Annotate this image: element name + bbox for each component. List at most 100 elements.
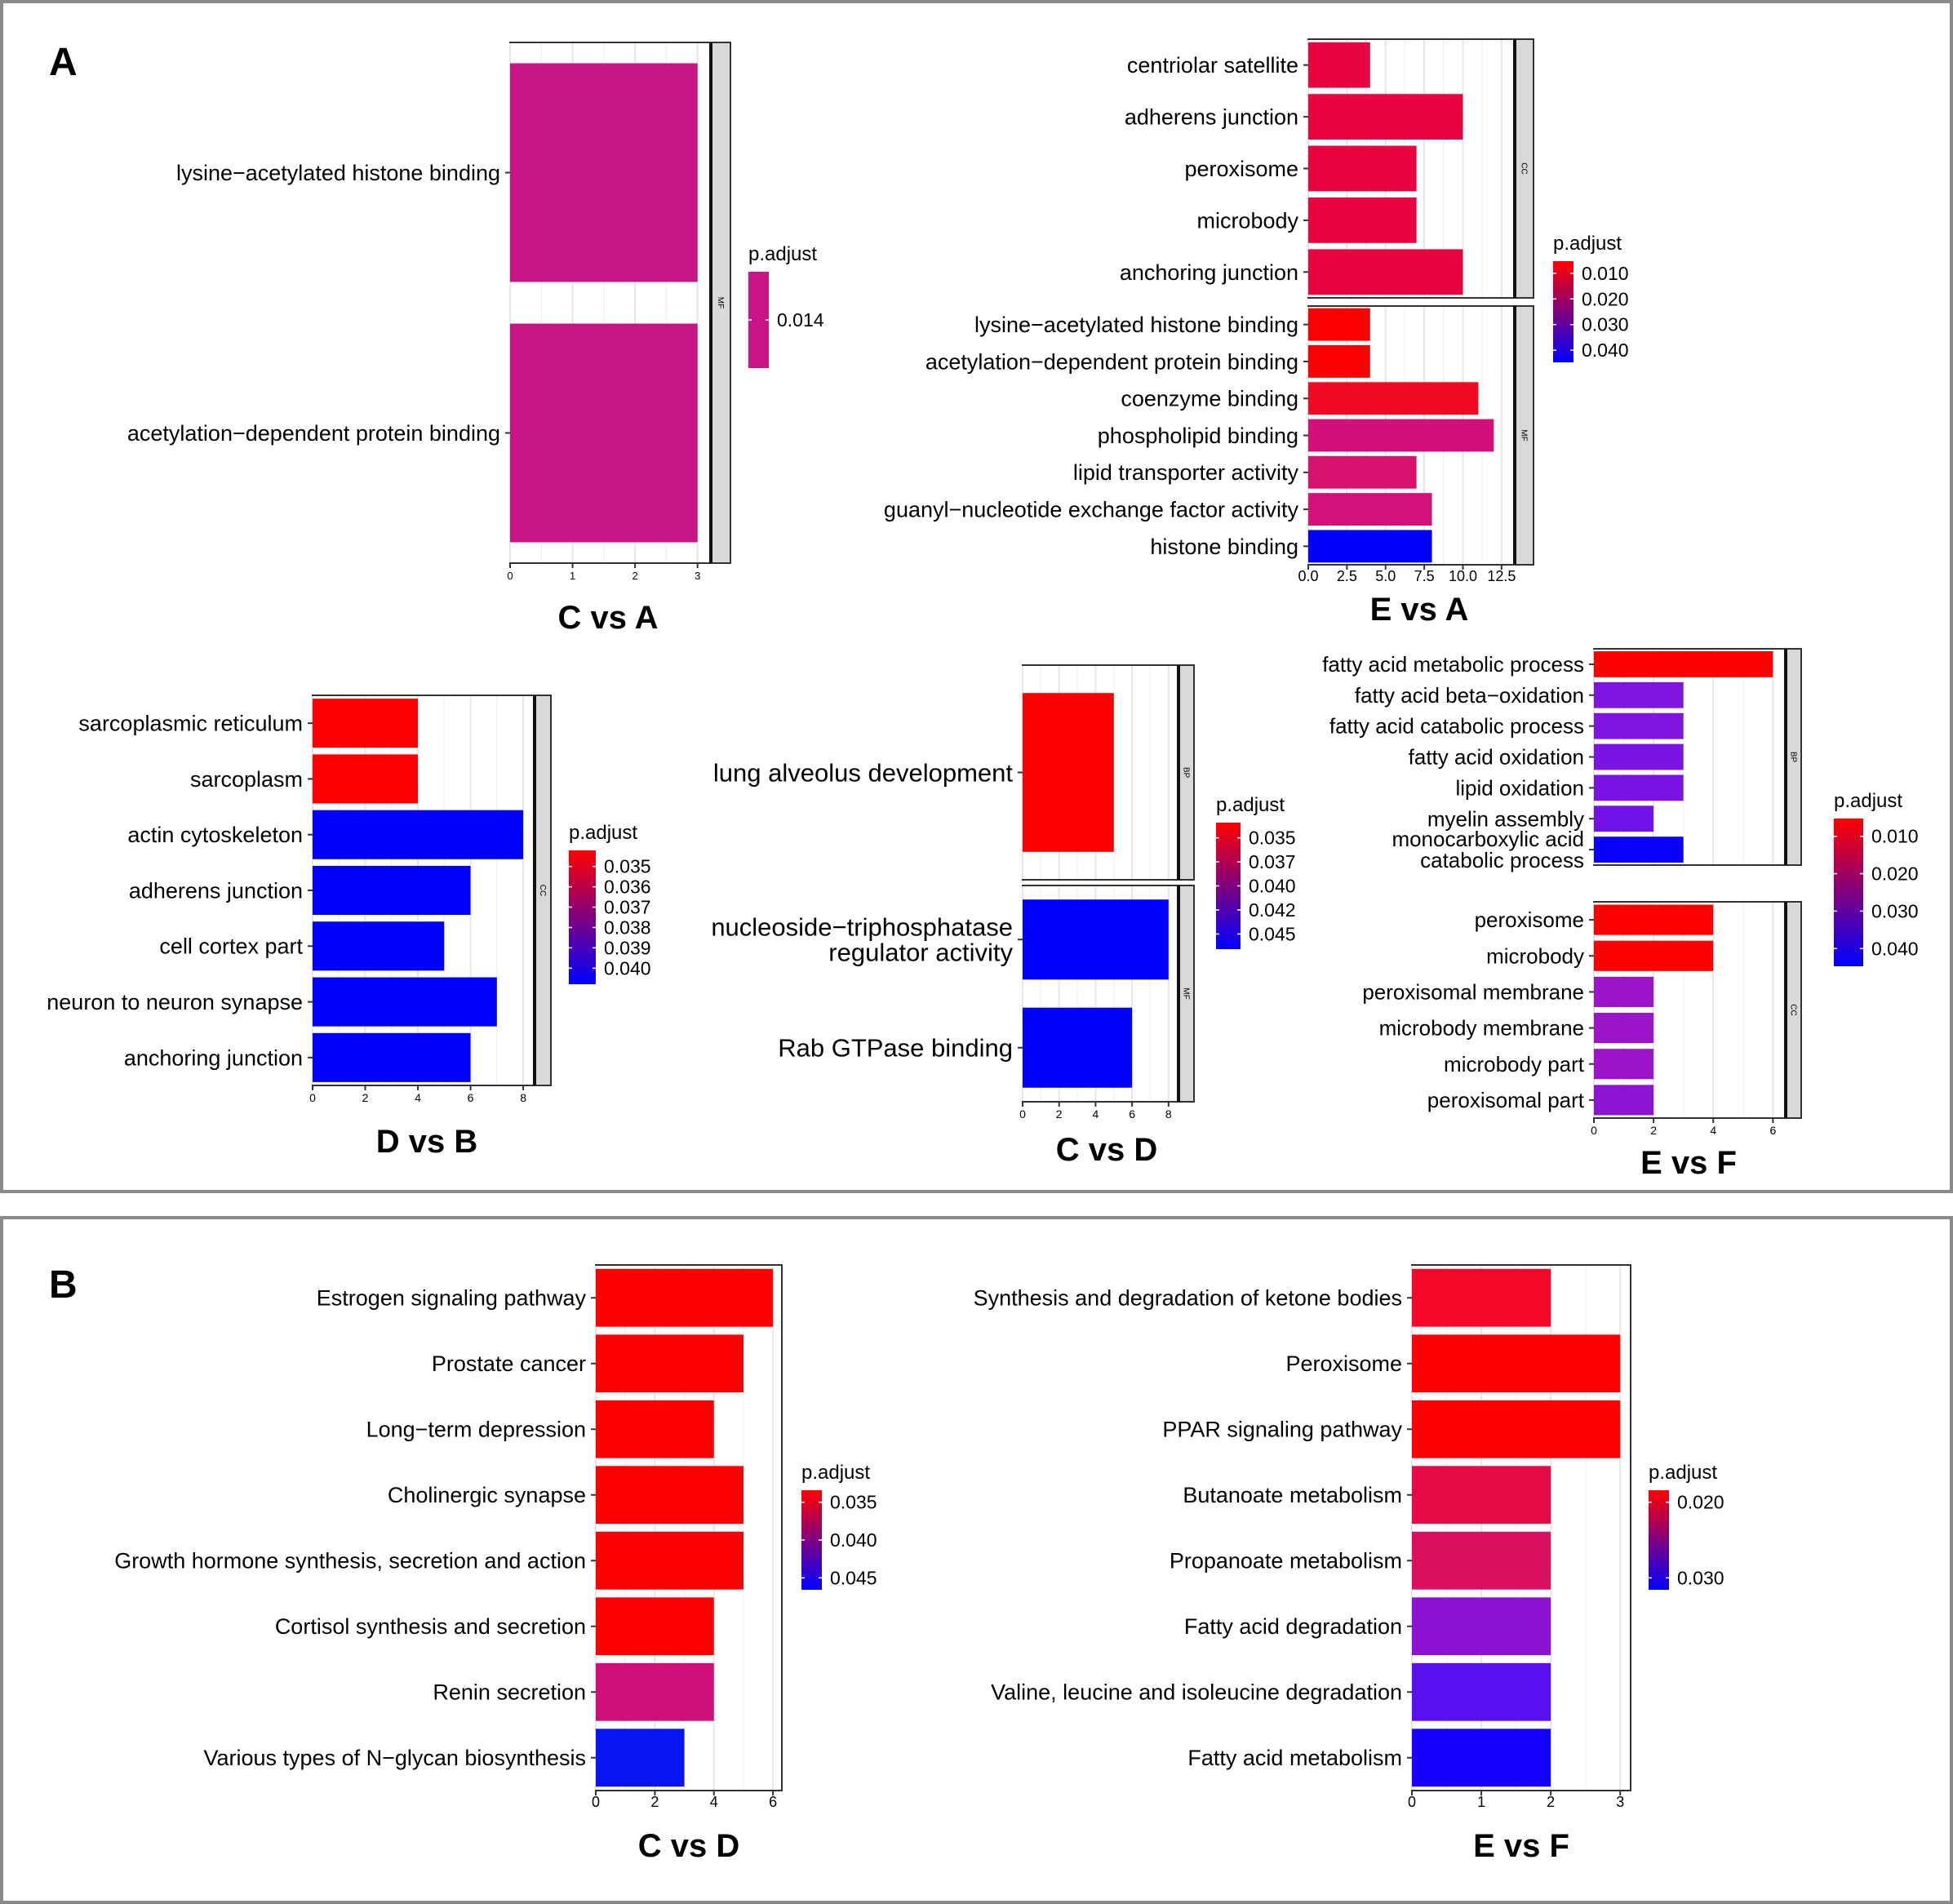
category-label: fatty acid catabolic process [1329,714,1584,739]
legend-colorbar [1834,819,1863,966]
facet-strip [709,42,731,564]
bar [313,921,445,971]
legend-label: 0.010 [1582,263,1629,284]
chart-title: E vs F [1640,1145,1737,1181]
legend-colorbar [748,272,769,368]
bar [1594,712,1684,739]
bar [1412,1466,1551,1525]
category-label: Valine, leucine and isoleucine degradati… [991,1680,1402,1705]
x-tick-label: 0.0 [1298,568,1318,584]
x-tick-label: 0 [1019,1107,1026,1121]
legend-label: 0.040 [1249,876,1296,897]
category-label: adherens junction [129,878,303,903]
bar [1412,1531,1551,1590]
legend-label: 0.036 [604,877,651,898]
facet-strip-label: MF [1181,988,1190,999]
category-label: nucleoside−triphosphatase [711,913,1013,942]
legend-colorbar [1649,1490,1669,1590]
category-label: microbody [1486,943,1584,968]
bar [313,1032,471,1082]
facet-strip-label: MF [1519,429,1528,441]
legend-title: p.adjust [1649,1462,1717,1484]
bar [1594,651,1773,677]
x-tick-label: 8 [1165,1107,1172,1121]
legend-label: 0.037 [604,897,651,918]
legend-label: 0.010 [1871,826,1919,847]
bar [313,754,419,804]
bar [1308,493,1432,526]
chart-D_vs_B_GO: sarcoplasmic reticulum sarcoplasm actin cy… [47,695,651,1160]
category-label: fatty acid oxidation [1409,745,1584,770]
facet-strip-label: CC [1788,1004,1797,1015]
bar [1594,743,1684,770]
category-label: Peroxisome [1285,1351,1402,1376]
x-tick-label: 6 [769,1794,777,1810]
category-label: adherens junction [1125,105,1298,130]
category-label: phospholipid binding [1098,424,1298,448]
category-label: actin cytoskeleton [127,823,303,847]
legend-label: 0.035 [830,1492,877,1513]
category-label: fatty acid metabolic process [1322,652,1584,677]
legend-title: p.adjust [1216,794,1285,816]
bar [1412,1334,1621,1393]
x-tick-label: 1 [1477,1794,1485,1810]
legend-label: 0.030 [1871,900,1919,921]
category-label: lipid oxidation [1455,775,1584,800]
legend-label: 0.014 [777,309,824,331]
chart-title: C vs D [638,1828,740,1864]
x-tick-label: 4 [710,1794,718,1810]
category-label: acetylation−dependent protein binding [127,421,500,446]
facet-strip-label: BP [1788,752,1797,763]
x-tick-label: 0 [592,1794,600,1810]
category-label: Fatty acid degradation [1184,1614,1402,1639]
legend-label: 0.035 [1249,828,1296,849]
bar [1308,198,1417,243]
category-label: neuron to neuron synapse [47,990,303,1014]
bar [1412,1662,1551,1721]
bar [1412,1597,1551,1656]
category-label: centriolar satellite [1127,53,1298,78]
legend-title: p.adjust [801,1462,870,1484]
legend-colorbar [1553,261,1573,362]
category-label: Various types of N−glycan biosynthesis [204,1746,587,1770]
category-label: cell cortex part [159,934,303,959]
bar [1023,693,1114,852]
panel-a-label: A [49,41,78,84]
legend-label: 0.020 [1582,288,1629,309]
category-label: peroxisome [1475,908,1584,932]
category-label: sarcoplasmic reticulum [78,712,303,736]
facet-main: Synthesis and degradation of ketone bodi… [974,1264,1631,1791]
x-tick-label: 1 [570,570,575,582]
bar [1308,455,1417,489]
category-label: peroxisomal membrane [1362,980,1584,1005]
chart-E_vs_F_KEGG: Synthesis and degradation of ketone bodi… [974,1264,1724,1864]
category-label: sarcoplasm [190,767,303,792]
facet-strip-label: BP [1181,767,1190,779]
bar [313,699,419,748]
legend-title: p.adjust [1553,233,1622,255]
category-label: Butanoate metabolism [1183,1483,1402,1507]
chart-title: D vs B [376,1124,478,1160]
bar [596,1268,774,1327]
category-label: anchoring junction [124,1045,303,1070]
category-label: Prostate cancer [432,1351,586,1376]
category-label: peroxisome [1184,157,1298,181]
bar [596,1729,685,1787]
legend-label: 0.020 [1871,863,1919,885]
category-label: anchoring junction [1120,260,1298,285]
facet-MF: lysine−acetylated histone binding acetyla… [127,42,731,564]
bar [596,1662,714,1721]
legend-colorbar [569,850,596,984]
legend-label: 0.045 [830,1567,877,1588]
category-label: lysine−acetylated histone binding [176,161,500,185]
legend-title: p.adjust [569,822,637,844]
x-tick-label: 2 [650,1794,659,1810]
chart-C_vs_A_GO: lysine−acetylated histone binding acetyla… [127,42,824,636]
x-tick-label: 4 [415,1091,421,1104]
bar [313,865,471,916]
